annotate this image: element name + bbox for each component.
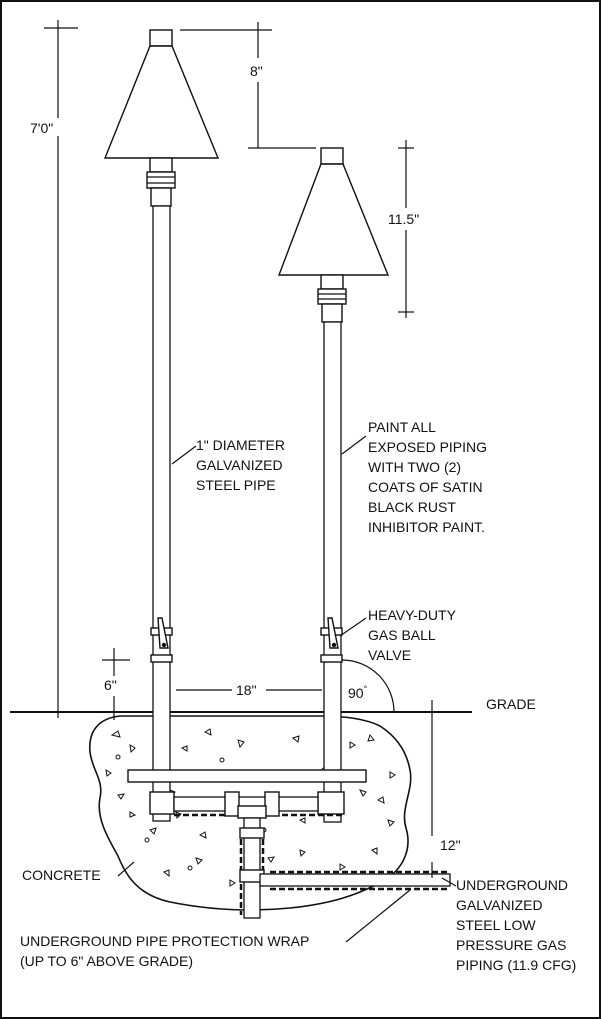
- svg-text:PIPING (11.9 CFG): PIPING (11.9 CFG): [456, 957, 576, 973]
- below-valve-label: 6": [104, 677, 117, 693]
- burial-depth-label: 12": [440, 837, 461, 853]
- left-elbow: [149, 791, 175, 815]
- left-torch-collar: [149, 157, 173, 173]
- right-torch-cap: [320, 147, 344, 165]
- paint-leader: [341, 435, 367, 455]
- cone-offset-label: 8": [250, 63, 263, 79]
- dim-total-height: [30, 20, 80, 718]
- paint-callout: PAINT ALL EXPOSED PIPING WITH TWO (2) CO…: [368, 419, 487, 535]
- svg-text:1" DIAMETER: 1" DIAMETER: [196, 437, 285, 453]
- svg-text:VALVE: VALVE: [368, 647, 411, 663]
- cone-height-label: 11.5": [388, 211, 419, 227]
- left-riser-pipe: [152, 205, 171, 822]
- right-torch-coupling: [321, 303, 343, 323]
- svg-text:UNDERGROUND PIPE PROTECTION WR: UNDERGROUND PIPE PROTECTION WRAP: [20, 933, 309, 949]
- right-riser-pipe: [323, 321, 342, 823]
- valve-leader: [339, 617, 367, 637]
- underground-piping: [127, 769, 451, 919]
- grade-label: GRADE: [486, 696, 536, 712]
- right-torch: [277, 147, 390, 823]
- wrap-callout: UNDERGROUND PIPE PROTECTION WRAP (UP TO …: [20, 933, 309, 969]
- concrete-aggregate: [105, 728, 396, 887]
- left-torch-cone: [103, 45, 220, 159]
- dim-angle: [341, 659, 395, 713]
- right-torch-cone: [277, 163, 390, 276]
- valve-callout: HEAVY-DUTY GAS BALL VALVE: [368, 607, 457, 663]
- dim-cone-offset: [180, 22, 316, 149]
- right-valve-handle: [327, 617, 339, 649]
- left-torch-nut: [146, 171, 176, 189]
- left-torch: [103, 29, 220, 822]
- dim-below-valve: [102, 648, 130, 720]
- gas-piping-leader: [441, 877, 457, 887]
- svg-text:PRESSURE GAS: PRESSURE GAS: [456, 937, 566, 953]
- left-valve-stem: [161, 642, 167, 648]
- svg-text:UNDERGROUND: UNDERGROUND: [456, 877, 568, 893]
- svg-text:INHIBITOR PAINT.: INHIBITOR PAINT.: [368, 519, 485, 535]
- concrete-leader: [117, 861, 135, 877]
- svg-text:COATS OF SATIN: COATS OF SATIN: [368, 479, 483, 495]
- dim-cone-height: [398, 140, 414, 318]
- right-torch-collar: [320, 274, 344, 290]
- vertical-drop-pipe: [243, 817, 261, 919]
- svg-text:(UP TO 6" ABOVE GRADE): (UP TO 6" ABOVE GRADE): [20, 953, 193, 969]
- pipe-callout: 1" DIAMETER GALVANIZED STEEL PIPE: [196, 437, 285, 493]
- svg-text:STEEL PIPE: STEEL PIPE: [196, 477, 276, 493]
- svg-text:EXPOSED PIPING: EXPOSED PIPING: [368, 439, 487, 455]
- gas-supply-pipe: [259, 873, 451, 887]
- left-valve-clamp-bottom: [150, 654, 173, 663]
- svg-text:STEEL LOW: STEEL LOW: [456, 917, 536, 933]
- left-valve-handle: [157, 617, 169, 649]
- protection-bar: [127, 769, 367, 783]
- svg-text:BLACK RUST: BLACK RUST: [368, 499, 456, 515]
- spacing-label: 18": [236, 682, 257, 698]
- svg-text:HEAVY-DUTY: HEAVY-DUTY: [368, 607, 457, 623]
- svg-text:PAINT ALL: PAINT ALL: [368, 419, 436, 435]
- svg-text:GALVANIZED: GALVANIZED: [456, 897, 543, 913]
- left-torch-cap: [149, 29, 173, 47]
- svg-text:WITH TWO (2): WITH TWO (2): [368, 459, 461, 475]
- svg-text:GALVANIZED: GALVANIZED: [196, 457, 283, 473]
- right-elbow: [317, 791, 345, 815]
- svg-text:GAS BALL: GAS BALL: [368, 627, 436, 643]
- right-valve-clamp-bottom: [320, 654, 343, 663]
- wrap-leader: [345, 889, 411, 943]
- center-tee: [237, 805, 267, 819]
- concrete-label: CONCRETE: [22, 867, 101, 883]
- pipe-leader: [171, 445, 197, 465]
- left-torch-coupling: [150, 187, 172, 207]
- total-height-label: 7'0": [30, 120, 53, 136]
- gas-piping-callout: UNDERGROUND GALVANIZED STEEL LOW PRESSUR…: [456, 877, 576, 973]
- angle-label: 90°: [348, 684, 368, 701]
